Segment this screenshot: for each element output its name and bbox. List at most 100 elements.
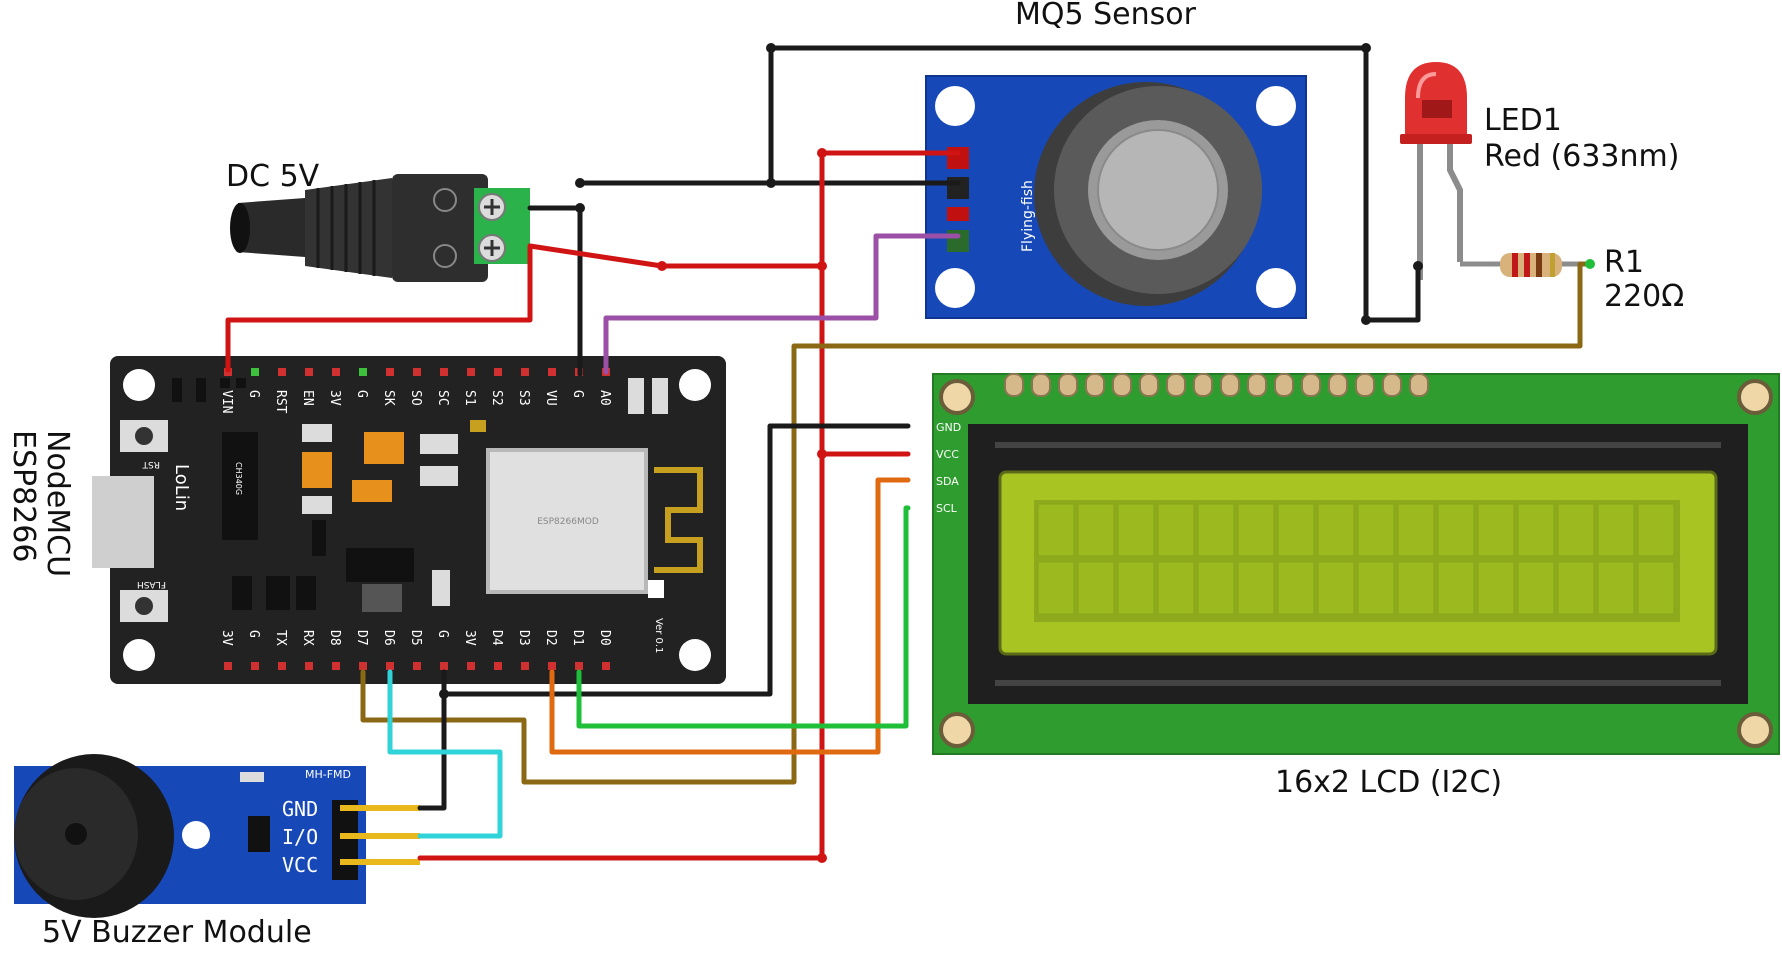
lcd-header-pad xyxy=(1355,373,1375,397)
mcu-bottom-pin-label: D5 xyxy=(408,630,423,646)
mcu-bottom-pin-label: G xyxy=(246,630,261,638)
lcd-header-pad xyxy=(1004,373,1024,397)
wire-layer xyxy=(225,43,1595,863)
mcu-bottom-pin-dot xyxy=(224,662,232,670)
resistor-name-label: R1 xyxy=(1604,245,1644,280)
mcu-bottom-pin-dot xyxy=(467,662,475,670)
mcu-bottom-pin-label: D3 xyxy=(516,630,531,646)
lcd-i2c-pins: GND VCC SDA SCL xyxy=(936,421,961,515)
mcu-bottom-pin-dot xyxy=(440,662,448,670)
mcu-bottom-pin-label: RX xyxy=(300,630,315,646)
mcu-top-pin-label: VIN xyxy=(219,390,234,413)
lcd-header-pad xyxy=(1085,373,1105,397)
buzzer-pin-vcc: VCC xyxy=(282,853,318,877)
flash-button-label: FLASH xyxy=(137,579,166,589)
mcu-top-pin-label: VU xyxy=(543,390,558,406)
lcd-header-pad xyxy=(1328,373,1348,397)
mcu-top-pin-label: 3V xyxy=(327,390,342,406)
lcd-cell xyxy=(1437,561,1475,615)
wire-junction xyxy=(1361,315,1371,325)
buzzer-pin-gnd: GND xyxy=(282,797,318,821)
wire-dc-vcc xyxy=(527,243,825,269)
lcd-cell xyxy=(1397,561,1435,615)
mcu-top-pin-dot xyxy=(521,368,529,376)
mcu-label-line1: NodeMCU xyxy=(40,430,75,577)
resistor-value-label: 220Ω xyxy=(1604,279,1684,314)
wire-junction xyxy=(766,178,776,188)
mcu-bottom-pin-dot xyxy=(521,662,529,670)
mcu-top-pin-dot xyxy=(359,368,367,376)
mcu-top-pin-label: G xyxy=(570,390,585,398)
wire-junction xyxy=(766,43,776,53)
mcu-top-pin-label: SK xyxy=(381,390,396,406)
mcu-bottom-pin-dot xyxy=(413,662,421,670)
mcu-bottom-pin-label: D7 xyxy=(354,630,369,646)
wire-junction xyxy=(575,178,585,188)
lcd-pin-gnd: GND xyxy=(936,421,961,434)
mcu-bottom-pin-dot xyxy=(278,662,286,670)
mcu-bottom-pin-dot xyxy=(494,662,502,670)
wire-lcd-sda xyxy=(549,477,911,755)
mcu-top-pin-dot xyxy=(467,368,475,376)
mcu-top-pin-label: G xyxy=(246,390,261,398)
lcd-cell xyxy=(1117,561,1155,615)
mcu-top-pin-dot xyxy=(251,368,259,376)
resistor-r1 xyxy=(1460,253,1590,277)
mcu-bottom-pin-label: 3V xyxy=(219,630,234,646)
lcd-cell xyxy=(1597,561,1635,615)
lcd-header-pad xyxy=(1193,373,1213,397)
lcd-cell xyxy=(1237,561,1275,615)
lcd-header-pad xyxy=(1031,373,1051,397)
wire-junction xyxy=(817,853,827,863)
lcd-header-pad xyxy=(1382,373,1402,397)
mcu-top-pin-label: EN xyxy=(300,390,315,406)
mcu-bottom-pin-dot xyxy=(332,662,340,670)
lcd-cell xyxy=(1557,503,1595,557)
lcd-header-pad xyxy=(1058,373,1078,397)
mcu-top-pin-label: S1 xyxy=(462,390,477,406)
lcd-cell xyxy=(1237,503,1275,557)
wire-junction xyxy=(817,449,827,459)
mcu-top-pin-label: A0 xyxy=(597,390,612,406)
mcu-bottom-pin-label: D4 xyxy=(489,630,504,646)
buzzer-module: MH-FMD GND I/O VCC xyxy=(14,754,420,918)
board-brand-label: LoLin xyxy=(171,464,192,511)
lcd-cell xyxy=(1477,503,1515,557)
lcd-cell xyxy=(1117,503,1155,557)
buzzer-label: 5V Buzzer Module xyxy=(42,915,312,950)
lcd-cell xyxy=(1157,503,1195,557)
mcu-bottom-pin-dot xyxy=(575,662,583,670)
mcu-top-pin-label: G xyxy=(354,390,369,398)
mcu-bottom-pin-label: 3V xyxy=(462,630,477,646)
lcd-cell xyxy=(1397,503,1435,557)
led-name-label: LED1 xyxy=(1484,103,1562,138)
mcu-top-pin-label: S2 xyxy=(489,390,504,406)
mcu-top-pin-dot xyxy=(386,368,394,376)
mcu-top-pin-label: SO xyxy=(408,390,423,406)
wire-dc-gnd-mcu xyxy=(527,205,583,377)
lcd-cell xyxy=(1637,561,1675,615)
lcd-header-pad xyxy=(1112,373,1132,397)
board-version-label: Ver 0.1 xyxy=(653,618,664,653)
lcd-cell xyxy=(1037,561,1075,615)
wire-led-d7 xyxy=(360,261,1593,785)
mcu-top-pin-label: SC xyxy=(435,390,450,406)
lcd-cell xyxy=(1197,561,1235,615)
mcu-top-pin-dot xyxy=(440,368,448,376)
mcu-top-pin-dot xyxy=(413,368,421,376)
mcu-bottom-pin-dot xyxy=(386,662,394,670)
sensor-label: MQ5 Sensor xyxy=(1015,0,1197,32)
mcu-bottom-pin-label: D0 xyxy=(597,630,612,646)
wire-junction xyxy=(817,148,827,158)
lcd-header-pad xyxy=(1220,373,1240,397)
mcu-bottom-pin-dot xyxy=(359,662,367,670)
lcd-cell xyxy=(1037,503,1075,557)
mcu-label-line2: ESP8266 xyxy=(6,430,41,562)
lcd-header-pad xyxy=(1301,373,1321,397)
wire-buzzer-io xyxy=(387,669,503,839)
buzzer-pin-io: I/O xyxy=(282,825,318,849)
mcu-top-pin-dot xyxy=(494,368,502,376)
wire-junction xyxy=(657,261,667,271)
